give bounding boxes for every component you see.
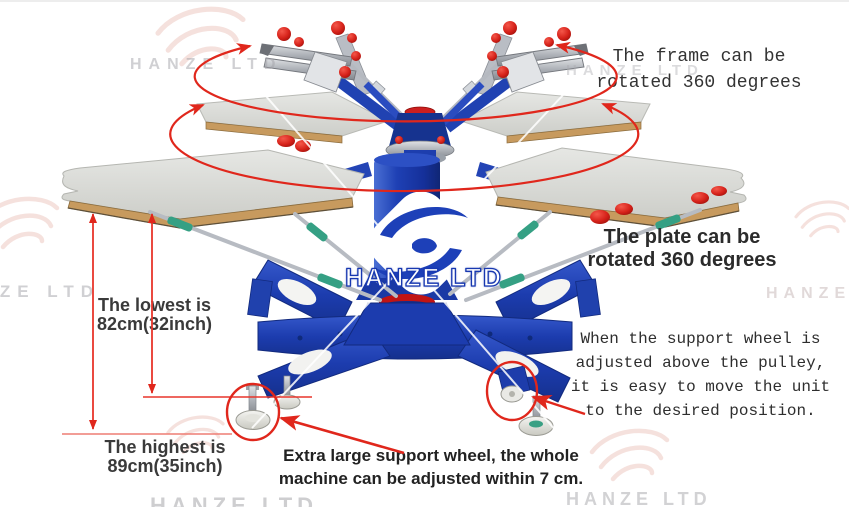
callout-line: machine can be adjusted within 7 cm. <box>278 469 584 488</box>
callout-line: The plate can be <box>603 226 761 248</box>
ghost-swirl-left <box>0 199 57 247</box>
callout-line: to the desired position. <box>585 402 816 420</box>
callout-line: The frame can be <box>612 47 786 67</box>
brand-watermark-mid-right: HANZE LTD <box>766 285 849 302</box>
brand-watermark-top-left: HANZE LTD <box>130 56 283 73</box>
callout-lowest-height: The lowest is 82cm(32inch) <box>72 296 237 334</box>
brand-watermark-bottom-left: HANZE LTD <box>150 493 319 507</box>
base-frame <box>247 259 601 403</box>
callout-support-wheel: When the support wheel is adjusted above… <box>552 327 849 423</box>
callout-line: The highest is <box>104 437 226 457</box>
callout-line: it is easy to move the unit <box>570 378 831 396</box>
support-rods <box>148 208 702 302</box>
callout-line: Extra large support wheel, the whole <box>283 446 579 465</box>
brand-watermark-mid-left: HANZE LTD <box>0 282 101 301</box>
callout-line: 89cm(35inch) <box>107 456 223 476</box>
callout-line: 82cm(32inch) <box>96 314 213 334</box>
callout-line: rotated 360 degrees <box>587 249 777 271</box>
callout-line: When the support wheel is <box>580 330 821 348</box>
brand-logo-swirl <box>369 191 473 295</box>
callout-line: The lowest is <box>97 295 212 315</box>
leveling-foot-front-right <box>518 395 554 436</box>
ghost-swirl-bottom-right <box>592 431 667 479</box>
brand-logo-wordmark: HANZE LTD <box>344 263 503 292</box>
callout-line: rotated 360 degrees <box>596 73 802 93</box>
front-right-platen <box>485 147 747 228</box>
brand-watermark-bottom-right: HANZE LTD <box>566 489 712 507</box>
callout-line: adjusted above the pulley, <box>575 354 826 372</box>
callout-caster-note: Extra large support wheel, the whole mac… <box>266 444 596 490</box>
callout-highest-height: The highest is 89cm(35inch) <box>75 438 255 476</box>
callout-plate-rotation: The plate can be rotated 360 degrees <box>556 226 808 272</box>
top-edge-line <box>0 0 849 2</box>
callout-frame-rotation: The frame can be rotated 360 degrees <box>583 44 815 96</box>
front-left-platen <box>61 149 365 229</box>
